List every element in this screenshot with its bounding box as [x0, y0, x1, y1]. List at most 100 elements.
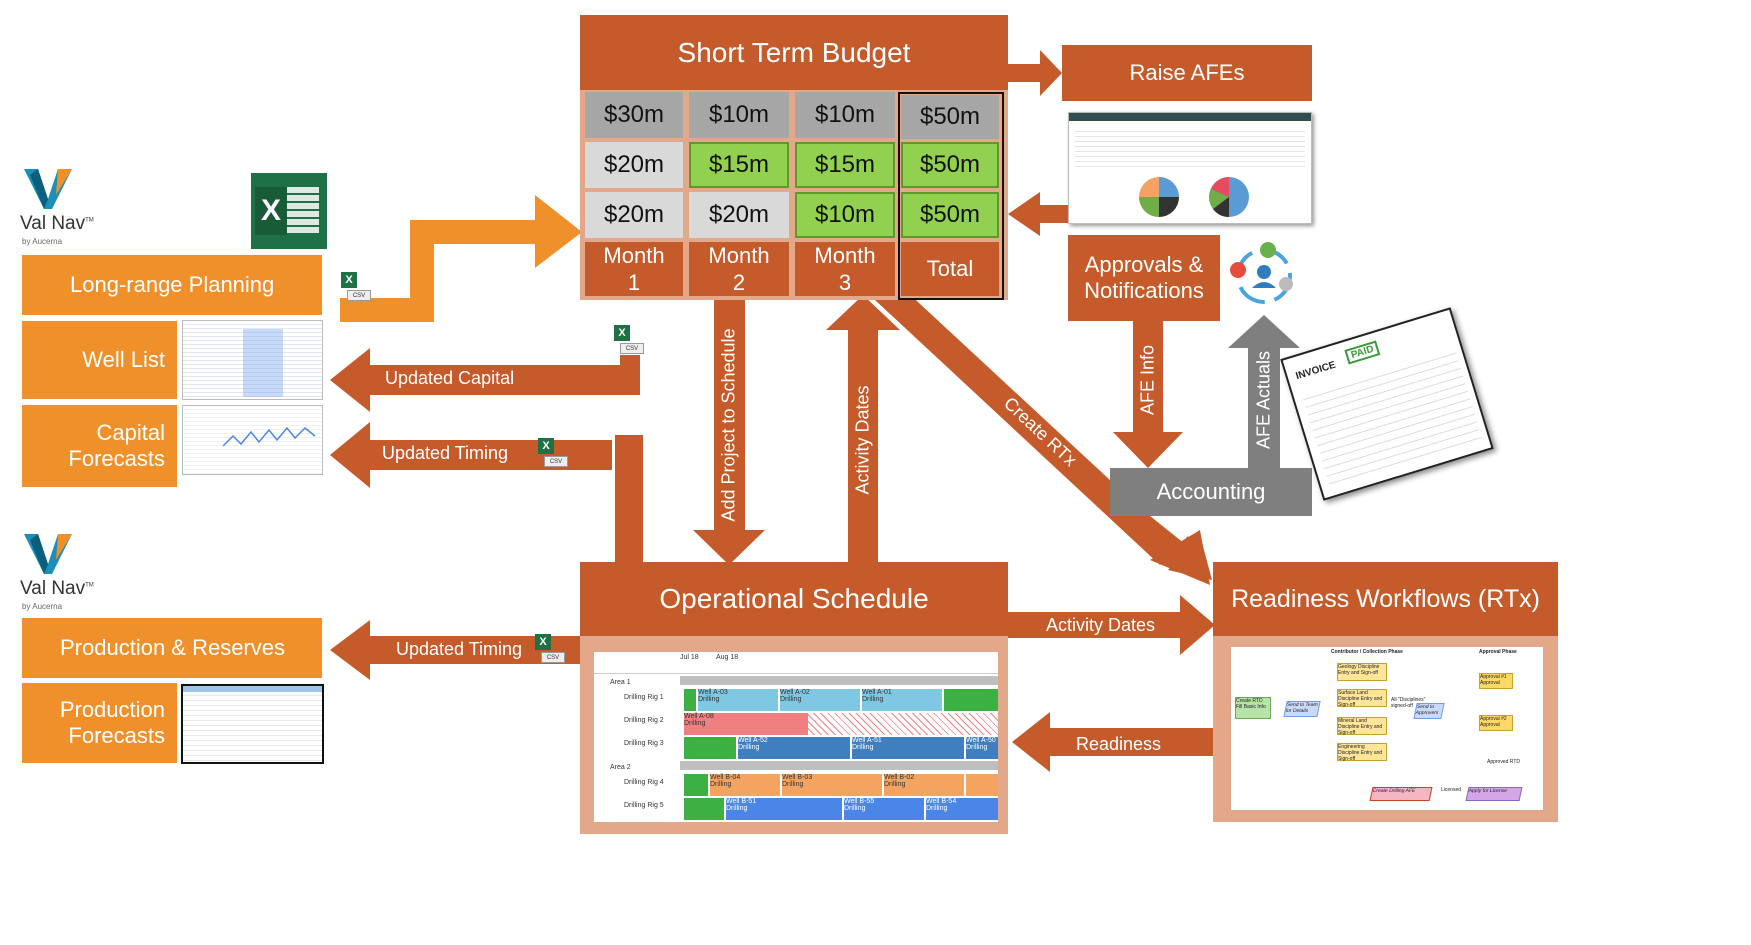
workflow-all-signed: All "Disciplines" signed-off	[1391, 697, 1426, 709]
budget-month-1: Month 1	[585, 242, 683, 296]
capital-forecasts-box: Capital Forecasts	[22, 405, 177, 487]
month-2-label: Month	[708, 242, 770, 268]
valnav-logo-text-2: Val NavTM	[20, 578, 94, 599]
capital-forecast-spreadsheet	[182, 405, 323, 475]
updated-capital-arrow	[330, 348, 640, 412]
workflow-phase-1: Contributor / Collection Phase	[1331, 649, 1403, 655]
add-project-arrow	[693, 300, 765, 565]
budget-month-3: Month 3	[795, 242, 895, 296]
invoice-paid-stamp: PAID	[1344, 340, 1381, 365]
timing-connector	[615, 435, 643, 565]
gantt-rig-5-label: Drilling Rig 5	[624, 802, 664, 809]
production-reserves-box: Production & Reserves	[22, 618, 322, 678]
inventory-label: Inventory	[437, 196, 507, 215]
month-3-number: 3	[838, 270, 852, 295]
budget-cell-r2c1: $20m	[585, 142, 683, 188]
approvals-line-2: Notifications	[1084, 278, 1204, 303]
capital-forecasts-line-1: Capital	[96, 419, 165, 445]
csv-excel-badge: X	[538, 438, 554, 454]
gantt-marker	[684, 737, 736, 759]
csv-excel-badge: X	[341, 272, 357, 288]
gantt-area-1-label: Area 1	[610, 679, 631, 686]
gantt-rig-3-label: Drilling Rig 3	[624, 740, 664, 747]
gantt-header: Jul 18 Aug 18	[594, 652, 998, 674]
approvals-box: Approvals & Notifications	[1068, 235, 1220, 321]
valnav-v-icon	[24, 534, 72, 574]
gantt-area-2-label: Area 2	[610, 764, 631, 771]
month-3-label: Month	[814, 242, 876, 268]
production-forecasts-box: Production Forecasts	[22, 683, 177, 763]
csv-file-icon: X CSV	[538, 438, 568, 470]
gantt-area-2-band	[680, 761, 998, 770]
budget-cell-r3c1: $20m	[585, 192, 683, 238]
spreadsheet-highlight	[243, 329, 283, 397]
afe-table-lines	[1075, 127, 1305, 167]
afe-return-arrow	[1008, 192, 1070, 236]
gantt-area-1-band	[680, 676, 998, 685]
well-list-box: Well List	[22, 321, 177, 399]
csv-label: CSV	[541, 652, 565, 663]
raise-afes-box: Raise AFEs	[1062, 45, 1312, 101]
workflow-approved: Approved RTD	[1487, 759, 1520, 765]
budget-title: Short Term Budget	[580, 15, 1008, 90]
updated-timing-label-1: Updated Timing	[382, 443, 509, 463]
workflow-surface: Surface Land Discipline Entry and Sign-o…	[1337, 689, 1387, 708]
valnav-v-icon	[24, 169, 72, 209]
accounting-box: Accounting	[1110, 468, 1312, 516]
approvals-line-1: Approvals &	[1084, 251, 1204, 277]
csv-label: CSV	[620, 343, 644, 354]
gantt-rig-2-label: Drilling Rig 2	[624, 717, 664, 724]
gantt-chart: Jul 18 Aug 18 Area 1 Drilling Rig 1 Dril…	[594, 652, 998, 822]
workflow-approval-1: Approval #1 Approval	[1479, 673, 1513, 689]
readiness-title: Readiness Workflows (RTx)	[1213, 562, 1558, 636]
workflow-geology: Geology Discipline Entry and Sign-off	[1337, 663, 1387, 681]
raise-afes-arrow	[1005, 50, 1062, 96]
valnav-logo-2: Val NavTM by Aucerna	[20, 530, 100, 618]
budget-cell-r1c1: $30m	[585, 92, 683, 138]
workflow-start: Create RTD Fill Basic Info	[1235, 697, 1271, 719]
notifications-icon	[1230, 242, 1293, 304]
budget-cell-r3c4: $50m	[901, 192, 999, 238]
gantt-month-aug: Aug 18	[716, 654, 739, 661]
gantt-rig-4-label: Drilling Rig 4	[624, 779, 664, 786]
excel-icon: X	[251, 173, 327, 249]
activity-dates-vertical-label: Activity Dates	[852, 385, 873, 495]
schedule-title: Operational Schedule	[580, 562, 1008, 636]
valnav-logo-1: Val NavTM by Aucerna	[20, 165, 100, 253]
csv-excel-badge: X	[535, 634, 551, 650]
csv-file-icon: X CSV	[341, 272, 371, 304]
budget-cell-r3c2: $20m	[689, 192, 789, 238]
capital-forecasts-line-2: Forecasts	[68, 446, 165, 471]
excel-icon-x: X	[255, 187, 287, 235]
add-project-label: Add Project to Schedule	[718, 328, 739, 522]
activity-dates-h-arrow	[1005, 595, 1215, 655]
production-forecasts-line-1: Production	[59, 696, 165, 722]
budget-cell-r1c3: $10m	[795, 92, 895, 138]
csv-file-icon: X CSV	[535, 634, 565, 666]
valnav-tm-2: TM	[85, 582, 94, 589]
workflow-licensed: Licensed	[1441, 787, 1462, 793]
valnav-tm-1: TM	[85, 217, 94, 224]
budget-cell-r2c2: $15m	[689, 142, 789, 188]
gantt-marker	[684, 798, 724, 820]
budget-month-2: Month 2	[689, 242, 789, 296]
csv-label: CSV	[347, 290, 371, 301]
well-list-spreadsheet	[182, 320, 323, 400]
readiness-label: Readiness	[1076, 734, 1162, 754]
valnav-by-1: by Aucerna	[22, 237, 63, 246]
updated-timing-label-2: Updated Timing	[396, 639, 523, 659]
afe-info-label: AFE Info	[1137, 344, 1158, 416]
workflow-phase-2: Approval Phase	[1479, 649, 1517, 655]
gantt-marker	[684, 689, 696, 711]
production-forecasts-line-2: Forecasts	[68, 723, 165, 748]
budget-cell-r2c3: $15m	[795, 142, 895, 188]
